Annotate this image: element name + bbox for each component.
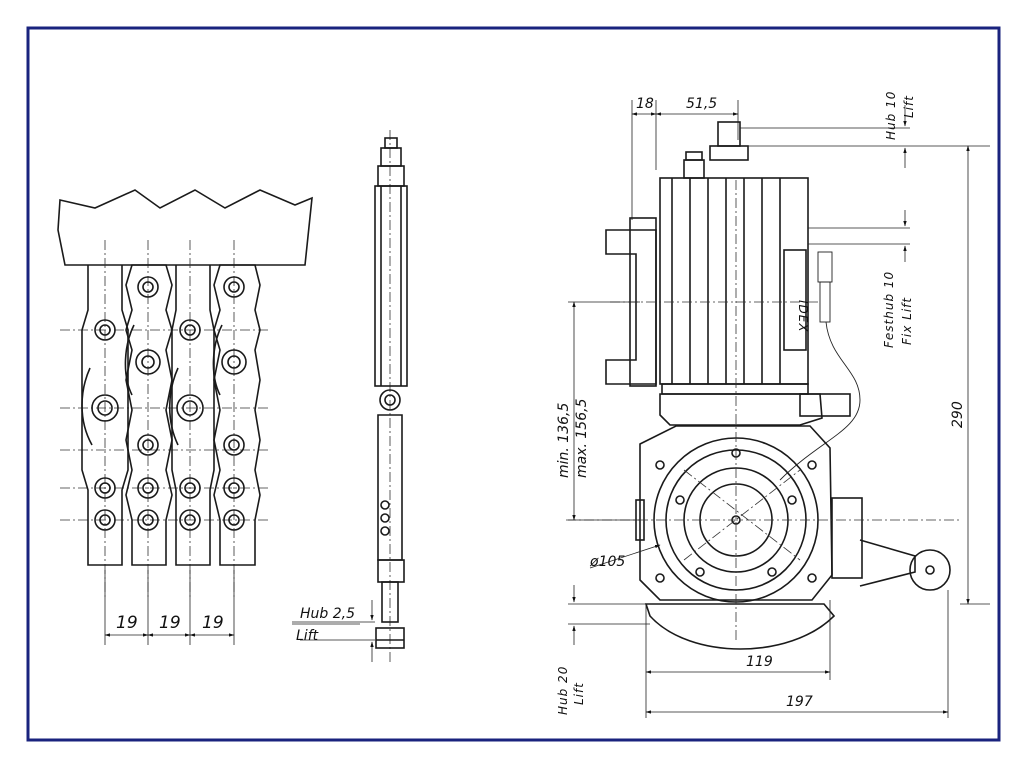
total-height-label: 290 [950, 401, 966, 428]
top-lift-label: Hub 10 [884, 91, 898, 140]
fix-lift-label: Festhub 10 [882, 271, 896, 348]
width-51-5-label: 51,5 [686, 96, 717, 112]
side-lift-label-en: Lift [296, 628, 319, 644]
min-height-label: min. 136,5 [556, 403, 572, 478]
width-197-label: 197 [786, 694, 813, 710]
top-lift-label-en: Lift [902, 95, 916, 118]
bottom-lift-label-en: Lift [572, 682, 586, 705]
side-lift-label: Hub 2,5 [300, 606, 355, 622]
diameter-label: ø105 [589, 554, 625, 570]
front-view: 18 51,5 Hub 10 Lift [556, 91, 990, 718]
max-height-label: max. 156,5 [574, 398, 590, 478]
pitch-dimension-3: 19 [202, 613, 224, 633]
width-18-label: 18 [636, 96, 654, 112]
side-view: Hub 2,5 Lift [292, 130, 408, 665]
bottom-lift-label: Hub 20 [556, 666, 570, 715]
pitch-dimension-1: 19 [116, 613, 138, 633]
pitch-dimension-2: 19 [159, 613, 181, 633]
fix-lift-label-en: Fix Lift [900, 297, 914, 345]
chain-link-view: 19 19 19 [57, 189, 313, 645]
nameplate-label: IDEX [796, 300, 810, 333]
width-119-label: 119 [746, 654, 773, 670]
drawing-frame [26, 26, 1001, 742]
